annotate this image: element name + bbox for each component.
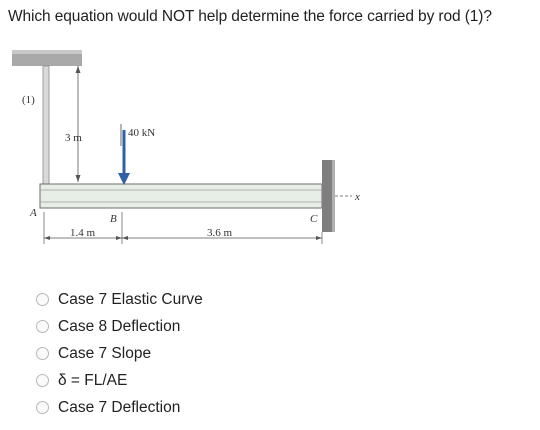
option-case7-deflection[interactable]: Case 7 Deflection [36,394,203,421]
option-axial-deformation[interactable]: δ = FL/AE [36,367,203,394]
radio-button[interactable] [36,401,49,414]
question-text: Which equation would NOT help determine … [8,8,492,25]
point-b-label: B [110,213,117,225]
x-axis-label: x [354,191,360,203]
dimension-bc-label: 3.6 m [207,227,233,239]
radio-button[interactable] [36,320,49,333]
radio-button[interactable] [36,293,49,306]
option-label: Case 8 Deflection [58,317,181,335]
option-label: Case 7 Elastic Curve [58,290,203,308]
rod-label: (1) [22,94,35,106]
option-label: Case 7 Slope [58,344,152,362]
answer-options: Case 7 Elastic Curve Case 8 Deflection C… [36,286,203,421]
option-label: δ = FL/AE [58,371,128,389]
rod-length-label: 3 m [65,132,82,144]
option-case7-slope[interactable]: Case 7 Slope [36,340,203,367]
point-a-label: A [29,207,37,219]
option-case7-elastic-curve[interactable]: Case 7 Elastic Curve [36,286,203,313]
point-c-label: C [310,213,318,225]
beam-diagram: (1) 3 m x 40 kN A B C 1.4 m 3.6 m [12,50,360,244]
option-case8-deflection[interactable]: Case 8 Deflection [36,313,203,340]
fixed-wall [322,160,332,232]
dimension-ab-label: 1.4 m [70,227,96,239]
radio-button[interactable] [36,374,49,387]
rod-1 [42,65,50,185]
beam [39,183,323,209]
load-label: 40 kN [128,127,155,139]
radio-button[interactable] [36,347,49,360]
option-label: Case 7 Deflection [58,398,181,416]
